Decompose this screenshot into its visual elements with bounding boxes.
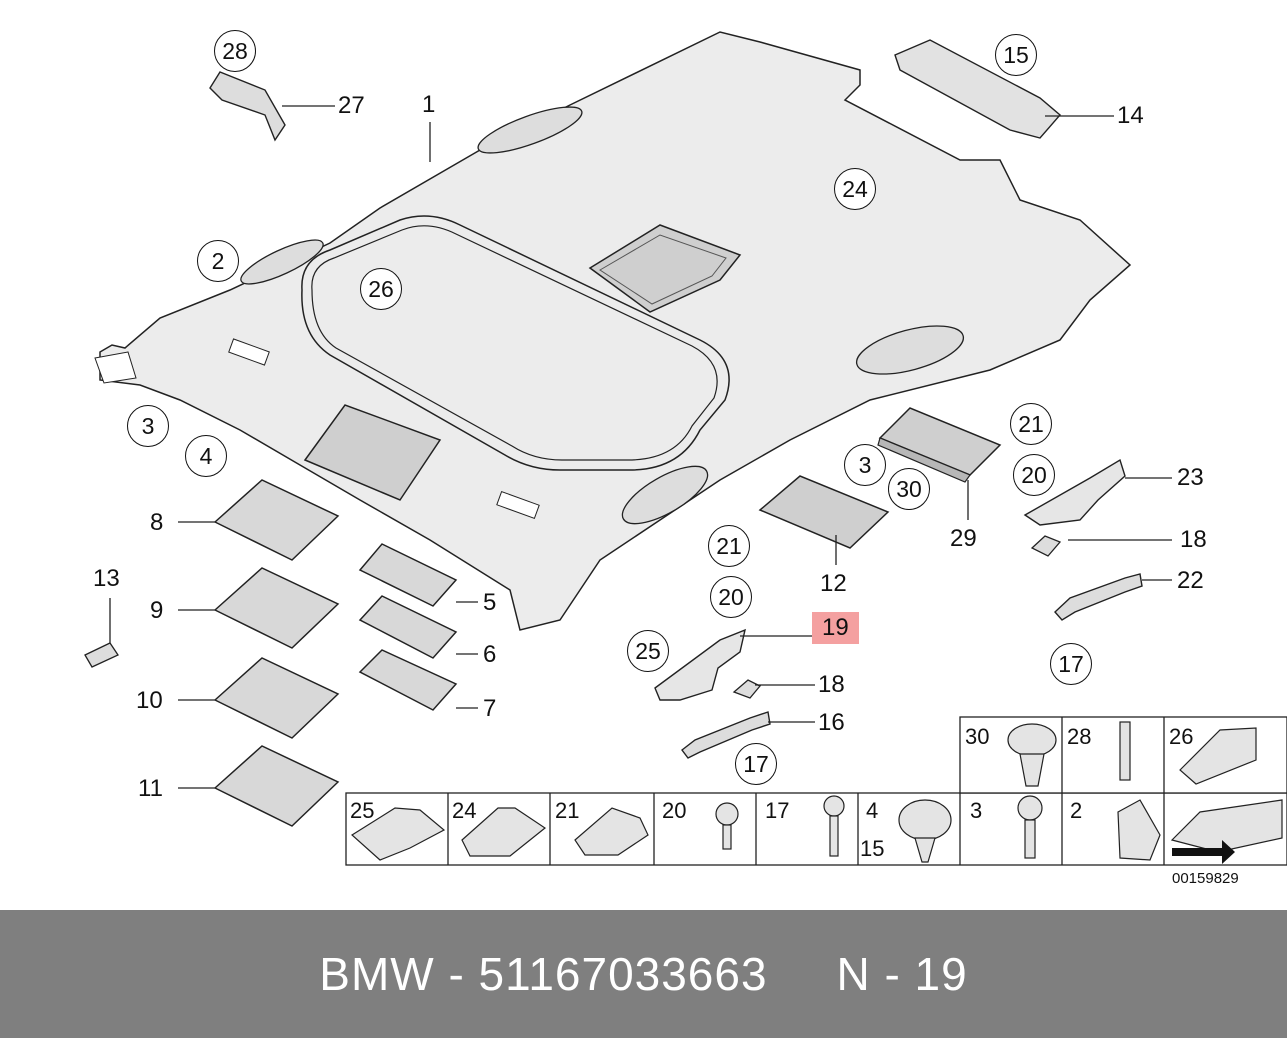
label-9: 9 xyxy=(150,597,164,624)
callout-20-left: 20 xyxy=(710,576,752,618)
label-1: 1 xyxy=(422,91,436,118)
label-18-right: 18 xyxy=(1180,526,1207,553)
label-5: 5 xyxy=(483,589,497,616)
table-cell-25: 25 xyxy=(350,798,375,823)
callout-3: 3 xyxy=(127,405,169,447)
label-13: 13 xyxy=(93,565,120,592)
callout-30: 30 xyxy=(888,468,930,510)
table-cell-24: 24 xyxy=(452,798,477,823)
footer-bar: BMW - 51167033663 N - 19 xyxy=(0,910,1287,1038)
label-22: 22 xyxy=(1177,567,1204,594)
label-18-left: 18 xyxy=(818,671,845,698)
label-11: 11 xyxy=(138,775,163,802)
table-cell-26: 26 xyxy=(1169,724,1194,749)
table-cell-15: 15 xyxy=(860,836,885,861)
callout-4: 4 xyxy=(185,435,227,477)
callout-21-right: 21 xyxy=(1010,403,1052,445)
highlighted-part-19: 19 xyxy=(812,612,859,644)
label-16: 16 xyxy=(818,709,845,736)
callout-24: 24 xyxy=(834,168,876,210)
table-cell-30: 30 xyxy=(965,724,990,749)
label-10: 10 xyxy=(136,687,163,714)
table-cell-2: 2 xyxy=(1070,798,1083,823)
table-cell-4: 4 xyxy=(866,798,879,823)
label-6: 6 xyxy=(483,641,497,668)
callout-15: 15 xyxy=(995,34,1037,76)
parts-diagram: 28 15 24 2 26 3 4 21 20 3 30 21 20 25 17… xyxy=(84,30,1287,887)
callout-20-right: 20 xyxy=(1013,454,1055,496)
label-29: 29 xyxy=(950,525,977,552)
table-cell-20: 20 xyxy=(662,798,687,823)
label-12: 12 xyxy=(820,570,847,597)
table-cell-21: 21 xyxy=(555,798,580,823)
callout-21-left: 21 xyxy=(708,525,750,567)
callout-2: 2 xyxy=(197,240,239,282)
table-cell-3: 3 xyxy=(970,798,983,823)
callout-3-console: 3 xyxy=(844,444,886,486)
label-23: 23 xyxy=(1177,464,1204,491)
label-8: 8 xyxy=(150,509,164,536)
callout-17-right: 17 xyxy=(1050,643,1092,685)
callout-17-left: 17 xyxy=(735,743,777,785)
diagram-reference-code: 00159829 xyxy=(1172,870,1239,887)
table-cell-28: 28 xyxy=(1067,724,1092,749)
callout-26: 26 xyxy=(360,268,402,310)
label-7: 7 xyxy=(483,695,497,722)
callout-25: 25 xyxy=(627,630,669,672)
label-14: 14 xyxy=(1117,102,1144,129)
table-cell-17: 17 xyxy=(765,798,790,823)
part-number-caption: BMW - 51167033663 N - 19 xyxy=(319,948,968,1000)
callout-28: 28 xyxy=(214,30,256,72)
label-27: 27 xyxy=(338,92,365,119)
